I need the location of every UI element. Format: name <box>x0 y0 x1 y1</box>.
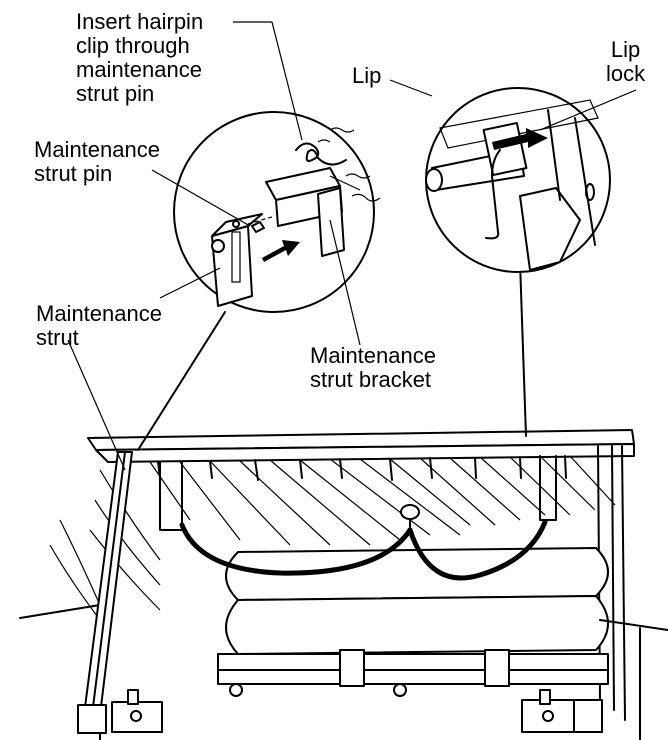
maintenance-strut-label: Maintenance strut <box>36 301 162 350</box>
callout-leaders <box>137 261 527 451</box>
hairpin-instruction-label: Insert hairpin clip through maintenance … <box>76 9 204 106</box>
maintenance-strut-drawing <box>77 451 603 734</box>
strut-pin-detail-circle <box>173 111 381 313</box>
air-bag <box>217 547 609 697</box>
lip-lock-detail-circle <box>425 87 611 273</box>
air-hose <box>179 504 548 581</box>
label-leaders <box>67 21 637 471</box>
strut-pin-label: Maintenance strut pin <box>34 137 160 186</box>
leveler-deck <box>87 429 635 721</box>
lip-lock-label: Lip lock <box>606 37 646 86</box>
strut-bracket-label: Maintenance strut bracket <box>310 343 436 392</box>
lip-label: Lip <box>352 63 382 88</box>
